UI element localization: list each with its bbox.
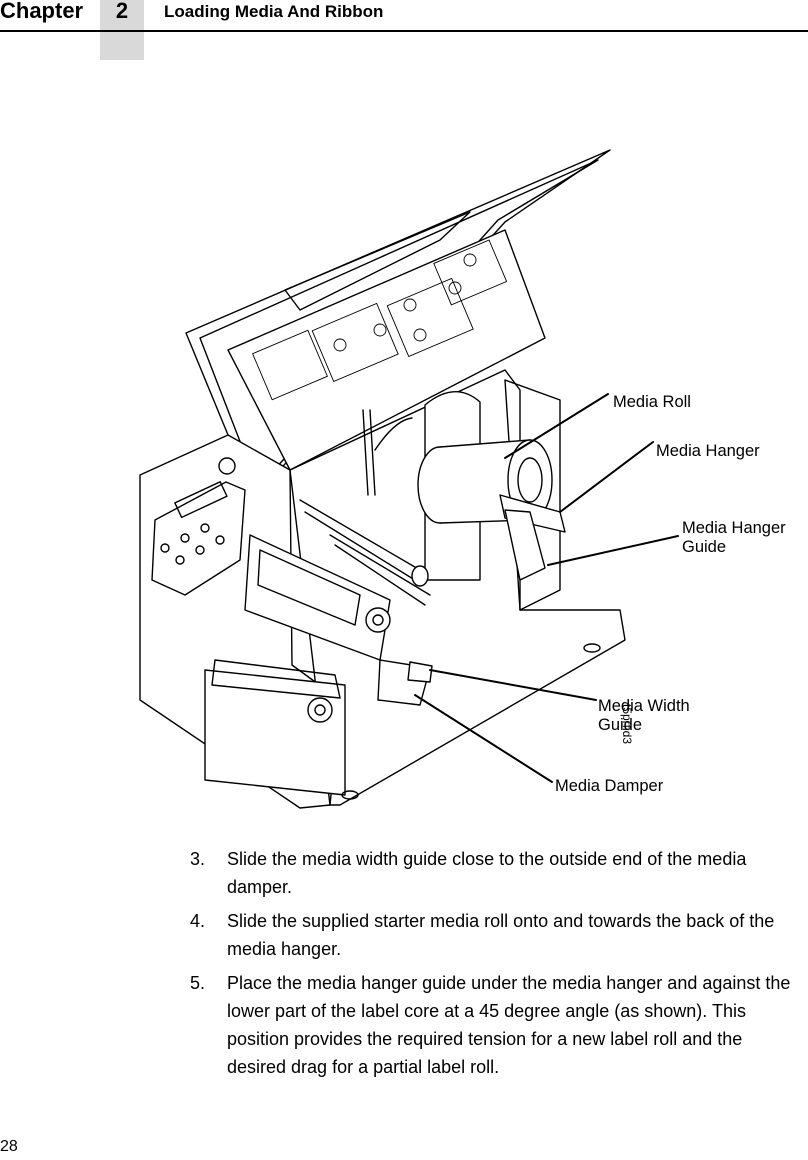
page-number: 28 [0, 1138, 18, 1155]
instruction-steps: 3. Slide the media width guide close to … [190, 845, 805, 1087]
step-item: 3. Slide the media width guide close to … [190, 845, 805, 901]
page-header: Chapter 2 Loading Media And Ribbon [0, 0, 808, 60]
chapter-title: Loading Media And Ribbon [164, 2, 384, 21]
callout-media-damper: Media Damper [555, 777, 664, 795]
header-rule [0, 30, 808, 32]
callout-media-width-guide: Media Width Guide [598, 697, 690, 734]
callout-media-hanger: Media Hanger [656, 442, 760, 460]
chapter-label: Chapter [0, 0, 84, 23]
step-text: Place the media hanger guide under the m… [227, 973, 791, 1077]
printer-illustration: Media Roll Media Hanger Media Hanger Gui… [0, 140, 808, 820]
chapter-number: 2 [115, 0, 129, 23]
cover-inner-panel [227, 229, 546, 471]
control-panel [151, 481, 246, 596]
media-hanger-guide [504, 509, 546, 581]
callout-media-roll: Media Roll [613, 393, 691, 411]
media-hanger [499, 494, 566, 533]
figure-id: t5prfid3 [620, 704, 634, 745]
media-width-guide [407, 661, 433, 683]
step-item: 5. Place the media hanger guide under th… [190, 969, 805, 1081]
printer-drawing [139, 149, 679, 809]
step-item: 4. Slide the supplied starter media roll… [190, 907, 805, 963]
step-text: Slide the supplied starter media roll on… [227, 911, 775, 959]
step-text: Slide the media width guide close to the… [227, 849, 747, 897]
step-number: 3. [190, 849, 206, 869]
step-number: 4. [190, 911, 206, 931]
lower-platen [204, 669, 346, 796]
callout-media-hanger-guide: Media Hanger Guide [682, 519, 786, 556]
step-number: 5. [190, 973, 206, 993]
